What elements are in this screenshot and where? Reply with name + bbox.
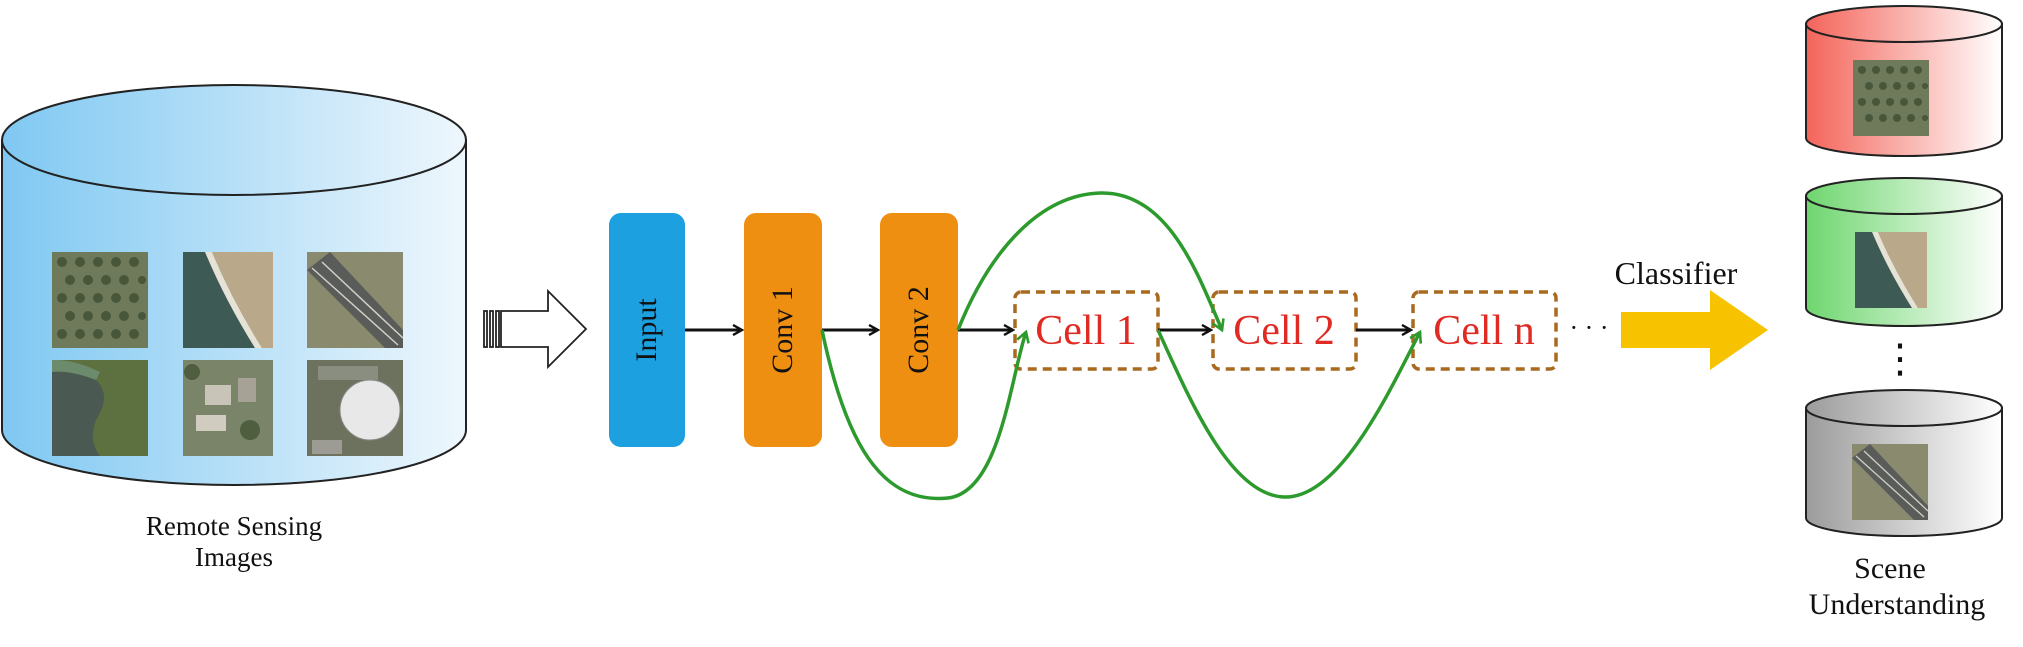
highway-aerial-icon — [1852, 444, 1929, 520]
cell-n: Cell n — [1411, 290, 1558, 371]
cell-1: Cell 1 — [1013, 290, 1160, 371]
conv1-block-label: Conv 1 — [766, 286, 799, 374]
river-aerial-icon — [52, 360, 148, 456]
source-image-tiles — [52, 252, 404, 456]
residential-aerial-icon — [183, 360, 273, 456]
beach-aerial-icon — [183, 252, 273, 348]
classifier-label: Classifier — [1615, 255, 1738, 291]
classifier-arrow — [1621, 290, 1768, 370]
skip-conv1-to-cell1 — [820, 330, 1026, 501]
source-label-line1: Remote Sensing — [146, 511, 322, 541]
cell-2-label: Cell 2 — [1233, 308, 1335, 354]
orchard-aerial-icon — [1853, 60, 1929, 136]
cell-1-label: Cell 1 — [1035, 308, 1137, 354]
output-class-red — [1805, 5, 2003, 157]
skip-cell1-to-celln — [1156, 329, 1420, 499]
storage-tank-aerial-icon — [307, 360, 403, 456]
conv2-block: Conv 2 — [880, 213, 958, 447]
highway-aerial-icon — [307, 252, 404, 348]
output-class-gray — [1805, 389, 2003, 537]
conv2-block-label: Conv 2 — [902, 286, 935, 374]
cell-n-label: Cell n — [1433, 308, 1535, 354]
output-label-line2: Understanding — [1809, 588, 1986, 621]
input-block-label: Input — [630, 298, 663, 362]
source-label-line2: Images — [195, 542, 273, 572]
skip-connections — [820, 191, 1420, 501]
beach-aerial-icon — [1855, 232, 1927, 308]
conv1-block: Conv 1 — [744, 213, 822, 447]
output-class-green — [1805, 177, 2003, 327]
cell-2: Cell 2 — [1211, 290, 1358, 371]
orchard-aerial-icon — [52, 252, 148, 348]
output-label-line1: Scene — [1854, 552, 1926, 585]
network-ellipsis: · · · — [1570, 313, 1609, 342]
output-vertical-ellipsis: ⋮ — [1880, 336, 1920, 382]
skip-conv2-to-cell2 — [956, 191, 1222, 330]
hollow-input-arrow — [483, 288, 588, 370]
input-block: Input — [609, 213, 685, 447]
